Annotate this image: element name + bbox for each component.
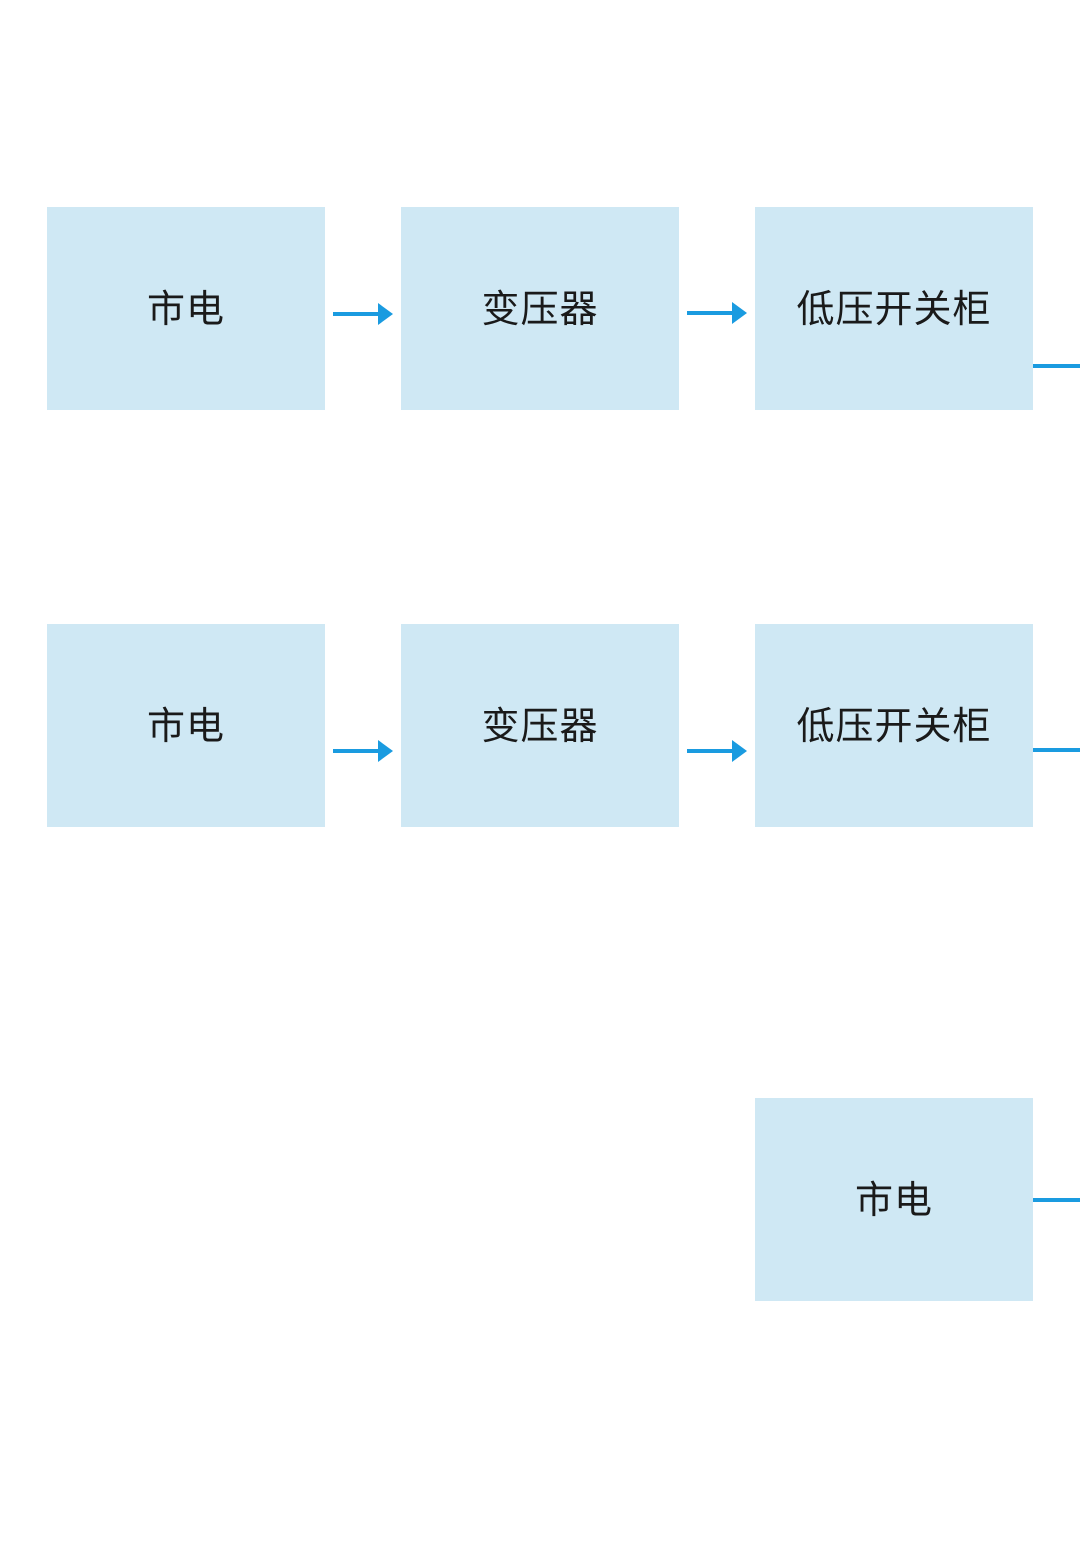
arrowhead-icon — [378, 303, 393, 325]
box-transformer: 变压器 — [401, 207, 679, 410]
box-label: 低压开关柜 — [796, 286, 992, 331]
arrow-right-icon — [333, 740, 393, 762]
box-label: 低压开关柜 — [796, 703, 992, 748]
connector-line — [1033, 748, 1080, 752]
box-mains-power: 市电 — [47, 207, 325, 410]
box-label: 市电 — [146, 703, 225, 748]
connector-line — [1033, 1198, 1080, 1202]
box-label: 变压器 — [481, 703, 599, 748]
box-low-voltage-switchgear: 低压开关柜 — [755, 207, 1033, 410]
box-transformer: 变压器 — [401, 624, 679, 827]
arrowhead-icon — [732, 302, 747, 324]
box-mains-power: 市电 — [47, 624, 325, 827]
box-label: 市电 — [146, 286, 225, 331]
arrow-right-icon — [333, 303, 393, 325]
arrow-right-icon — [687, 740, 747, 762]
box-mains-power: 市电 — [755, 1098, 1033, 1301]
arrowhead-icon — [732, 740, 747, 762]
box-label: 市电 — [854, 1177, 933, 1222]
connector-line — [1033, 364, 1080, 368]
arrowhead-icon — [378, 740, 393, 762]
arrow-right-icon — [687, 302, 747, 324]
box-low-voltage-switchgear: 低压开关柜 — [755, 624, 1033, 827]
box-label: 变压器 — [481, 286, 599, 331]
